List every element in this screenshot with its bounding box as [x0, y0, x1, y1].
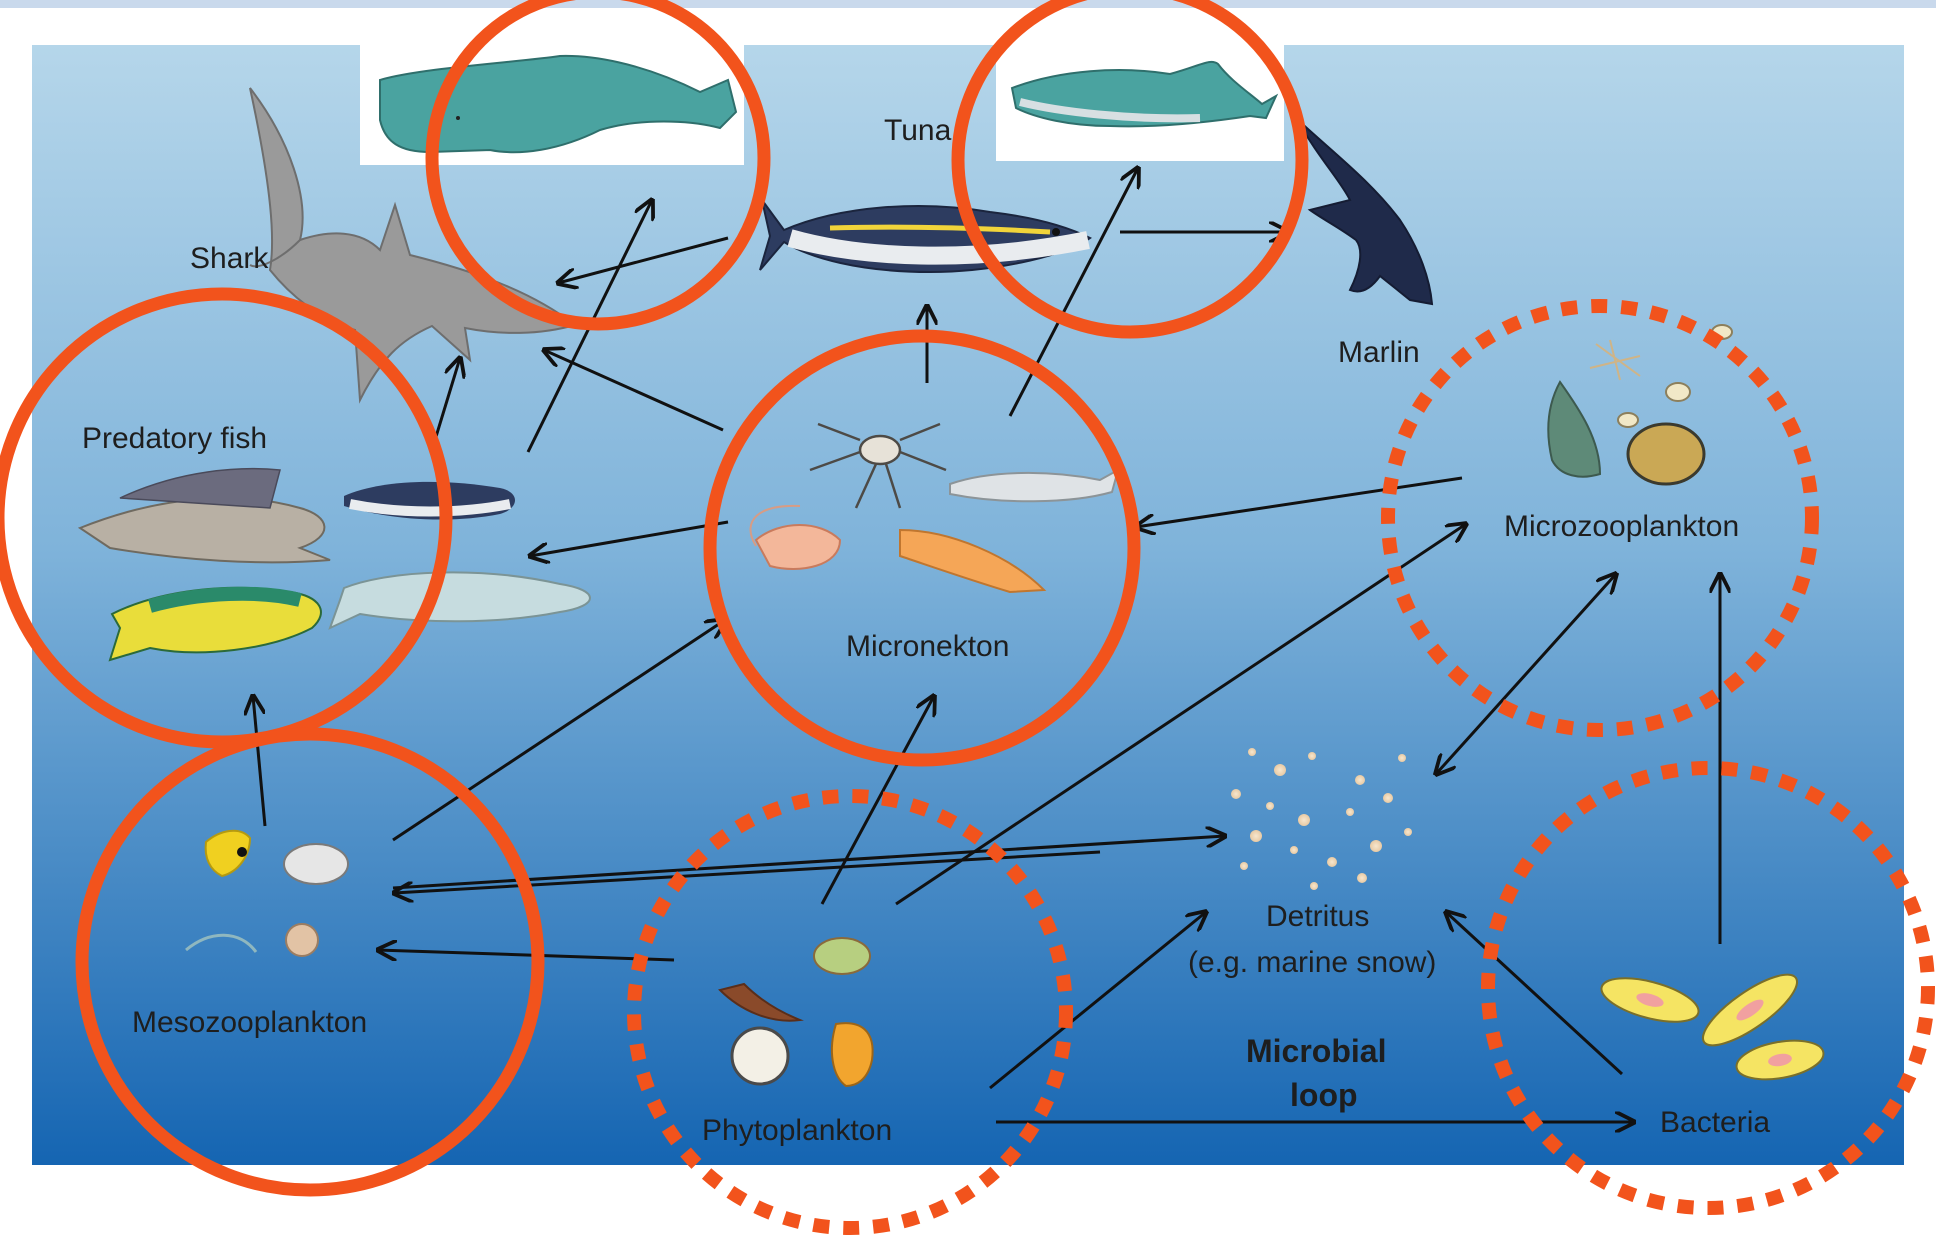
label-marlin: Marlin — [1338, 336, 1420, 369]
label-detritus: Detritus — [1266, 900, 1369, 933]
label-predatory-fish: Predatory fish — [82, 422, 267, 455]
label-microzooplankton: Microzooplankton — [1504, 510, 1739, 543]
label-microbial: Microbial — [1246, 1033, 1386, 1069]
label-micronekton: Micronekton — [846, 630, 1009, 663]
label-detritus-example: (e.g. marine snow) — [1188, 946, 1436, 979]
label-tuna: Tuna — [884, 114, 952, 147]
label-bacteria: Bacteria — [1660, 1106, 1770, 1139]
label-loop: loop — [1290, 1077, 1358, 1113]
label-phytoplankton: Phytoplankton — [702, 1114, 892, 1147]
label-shark: Shark — [190, 242, 269, 275]
label-mesozooplankton: Mesozooplankton — [132, 1006, 367, 1039]
